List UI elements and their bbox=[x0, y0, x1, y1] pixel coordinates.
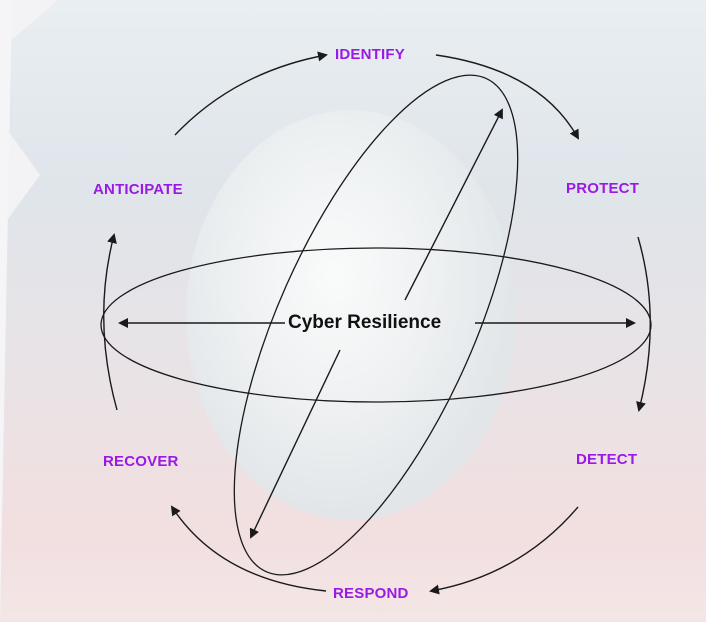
stage-label-respond: RESPOND bbox=[333, 585, 409, 602]
diagonal-axis-down-arrow bbox=[249, 349, 341, 539]
stage-label-recover: RECOVER bbox=[103, 453, 179, 470]
arc-recover-to-anticipate bbox=[103, 233, 118, 411]
tilted-ellipse bbox=[233, 74, 519, 576]
arc-identify-to-protect bbox=[435, 54, 579, 140]
horizontal-ellipse bbox=[100, 247, 652, 403]
center-label: Cyber Resilience bbox=[288, 312, 442, 333]
arc-anticipate-to-identify bbox=[174, 51, 328, 136]
moon-image bbox=[186, 110, 516, 520]
arc-detect-to-respond bbox=[429, 506, 579, 595]
arc-respond-to-recover bbox=[170, 505, 327, 592]
stage-label-anticipate: ANTICIPATE bbox=[93, 181, 183, 198]
stage-label-identify: IDENTIFY bbox=[335, 46, 405, 63]
arc-protect-to-detect bbox=[636, 236, 651, 412]
diagonal-axis-up-arrow bbox=[404, 108, 503, 301]
stage-label-protect: PROTECT bbox=[566, 180, 640, 197]
stage-label-detect: DETECT bbox=[576, 451, 638, 468]
